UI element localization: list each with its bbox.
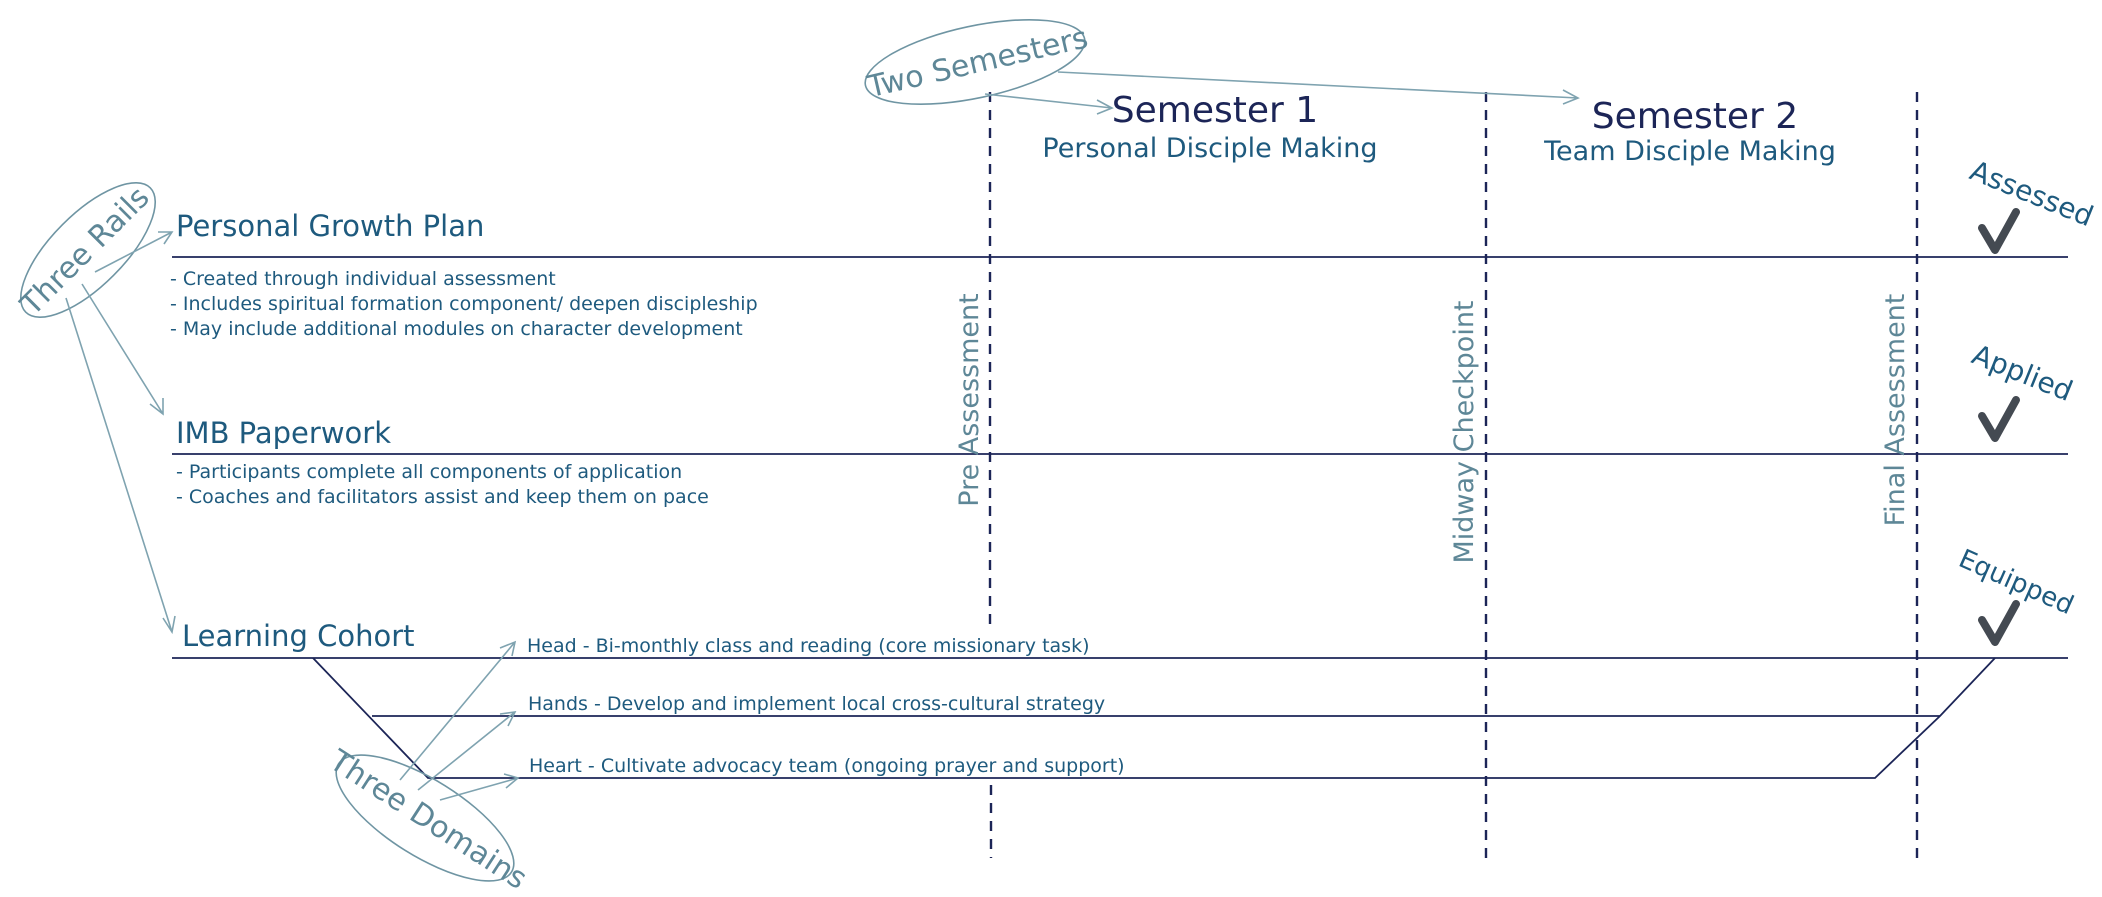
- callout-oval-three-domains: [335, 754, 515, 882]
- bullet-item: - Includes spiritual formation component…: [170, 293, 758, 315]
- arrow-to-hands: [417, 711, 517, 791]
- check-icon: [1978, 208, 2020, 254]
- semester-2-subtitle: Team Disciple Making: [1543, 136, 1836, 167]
- arrow-to-semester-2: [1057, 71, 1580, 105]
- rail-title-personal-growth: Personal Growth Plan: [176, 209, 484, 243]
- domain-funnel: [312, 657, 1996, 779]
- status-label-applied: Applied: [1967, 338, 2077, 408]
- domain-hands: Hands - Develop and implement local cros…: [528, 693, 1105, 715]
- bullet-item: - Coaches and facilitators assist and ke…: [176, 486, 709, 508]
- callout-two-semesters: Two Semesters: [863, 20, 1091, 105]
- bullet-item: - Participants complete all components o…: [176, 461, 682, 483]
- callout-three-domains: Three Domains: [322, 743, 533, 897]
- arrow-to-imb-paperwork: [81, 283, 164, 416]
- check-icon: [1978, 396, 2020, 442]
- bullet-item: - May include additional modules on char…: [170, 318, 743, 340]
- arrow-to-learning-cohort: [65, 297, 176, 635]
- semester-1-subtitle: Personal Disciple Making: [1042, 133, 1377, 164]
- rail-title-imb-paperwork: IMB Paperwork: [176, 416, 391, 450]
- checkpoint-label-final: Final Assessment: [1880, 294, 1911, 527]
- check-icon: [1978, 600, 2020, 646]
- domain-head: Head - Bi-monthly class and reading (cor…: [527, 635, 1090, 657]
- bullet-item: - Created through individual assessment: [170, 268, 556, 290]
- semester-1-title: Semester 1: [1112, 90, 1318, 131]
- arrow-to-heart: [439, 773, 520, 801]
- checkpoint-label-midway: Midway Checkpoint: [1449, 300, 1480, 563]
- checkpoint-label-pre: Pre Assessment: [954, 293, 985, 506]
- semester-2-title: Semester 2: [1592, 96, 1798, 137]
- domain-heart: Heart - Cultivate advocacy team (ongoing…: [529, 755, 1125, 777]
- arrow-to-semester-1: [984, 93, 1114, 115]
- status-label-assessed: Assessed: [1965, 154, 2098, 233]
- arrow-to-personal-growth: [94, 231, 174, 273]
- callout-oval-three-rails: [19, 181, 157, 319]
- rail-title-learning-cohort: Learning Cohort: [182, 619, 415, 653]
- arrow-to-head: [399, 640, 517, 781]
- callout-oval-two-semesters: [864, 18, 1086, 106]
